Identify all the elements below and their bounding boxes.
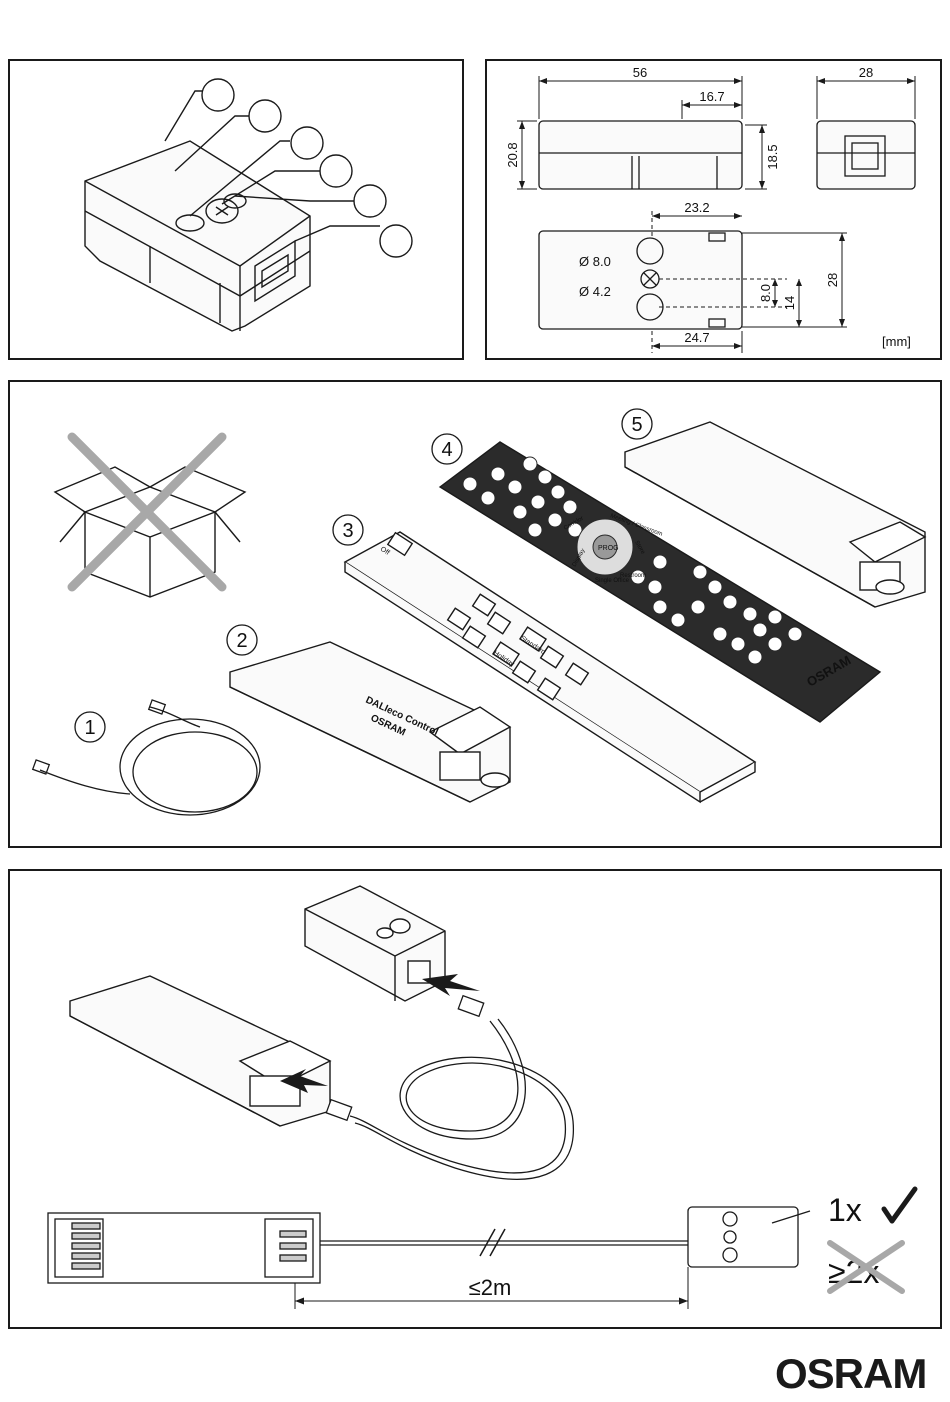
dim-v-28: 28 bbox=[825, 273, 840, 287]
dim-bottom-offset: 23.2 bbox=[684, 200, 709, 215]
dim-right-height: 18.5 bbox=[765, 144, 780, 169]
callout-circle-4 bbox=[320, 155, 352, 187]
callout-circle-3 bbox=[291, 127, 323, 159]
callout-circle-6 bbox=[380, 225, 412, 257]
dim-dia-small: Ø 4.2 bbox=[579, 284, 611, 299]
callout-circle-5 bbox=[354, 185, 386, 217]
sensor-device bbox=[305, 886, 445, 1001]
dimensions-panel: 56 16.7 20.8 18.5 28 23.2 Ø 8.0 Ø 4.2 8.… bbox=[485, 59, 942, 360]
sensor-callout-panel bbox=[8, 59, 464, 360]
controller-device bbox=[70, 976, 330, 1126]
callout-circle-2 bbox=[249, 100, 281, 132]
package-contents-panel: 1 DALIeco Control OSRAM 2 bbox=[8, 380, 942, 848]
dim-top-length: 56 bbox=[633, 65, 647, 80]
item-label-3: 3 bbox=[342, 520, 353, 542]
dim-dia-large: Ø 8.0 bbox=[579, 254, 611, 269]
remote-restroom: Restroom bbox=[620, 573, 646, 579]
wiring-cable-line bbox=[320, 1229, 688, 1256]
allowed-count-label: 1x bbox=[828, 1192, 862, 1228]
no-box-cross bbox=[72, 437, 222, 587]
check-icon bbox=[884, 1189, 915, 1221]
dim-v-14: 14 bbox=[782, 296, 797, 310]
dim-v-8: 8.0 bbox=[758, 284, 773, 302]
wiring-plan-sensor bbox=[688, 1207, 810, 1267]
dim-side-width: 28 bbox=[859, 65, 873, 80]
dim-left-height: 20.8 bbox=[505, 142, 520, 167]
max-distance-label: ≤2m bbox=[469, 1275, 512, 1300]
brand-logo: OSRAM bbox=[775, 1350, 926, 1398]
dim-unit: [mm] bbox=[882, 334, 911, 349]
dim-top-offset: 16.7 bbox=[699, 89, 724, 104]
wiring-plan-controller bbox=[48, 1213, 320, 1283]
item-label-5: 5 bbox=[631, 414, 642, 436]
item-label-2: 2 bbox=[236, 630, 247, 652]
dim-bottom-length: 24.7 bbox=[684, 330, 709, 345]
sensor-callout-drawing bbox=[10, 61, 462, 358]
dimension-drawing: 56 16.7 20.8 18.5 28 23.2 Ø 8.0 Ø 4.2 8.… bbox=[487, 61, 940, 358]
cable-item bbox=[33, 700, 260, 815]
installation-panel: ≤2m 1x ≥2x bbox=[8, 869, 942, 1329]
item-label-4: 4 bbox=[441, 439, 452, 461]
callout-circle-1 bbox=[202, 79, 234, 111]
patch-cable bbox=[326, 996, 573, 1180]
item-label-1: 1 bbox=[84, 717, 95, 739]
remote-center-button: PROG bbox=[598, 545, 619, 552]
installation-drawing: ≤2m 1x ≥2x bbox=[10, 871, 940, 1327]
package-contents-drawing: 1 DALIeco Control OSRAM 2 bbox=[10, 382, 940, 846]
